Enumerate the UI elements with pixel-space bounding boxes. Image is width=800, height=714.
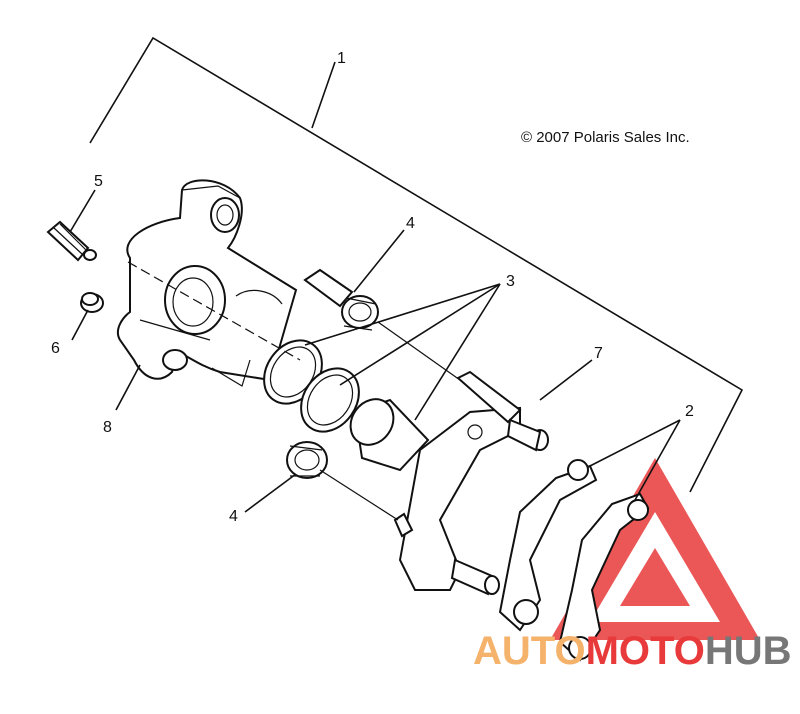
- leader-lines: [69, 189, 681, 513]
- piston-seals-3: [263, 339, 360, 433]
- callout-5: 5: [94, 173, 103, 190]
- callout-3: 3: [506, 273, 515, 290]
- watermark-auto: AUTO: [473, 629, 586, 673]
- piston: [349, 398, 430, 472]
- callout-2: 2: [685, 403, 694, 420]
- assembly-bracket-1: [89, 36, 744, 493]
- boot-lower-4: [286, 441, 328, 479]
- callout-4-lower: 4: [229, 508, 238, 525]
- caliper-body-8: [116, 179, 298, 387]
- brake-pads-2: [498, 459, 650, 662]
- watermark-hub: HUB: [705, 629, 792, 673]
- bleeder-cap-6: [80, 292, 104, 313]
- callout-7: 7: [594, 345, 603, 362]
- watermark-logo: AUTOMOTOHUB: [473, 629, 792, 673]
- callout-8: 8: [103, 419, 112, 436]
- copyright-notice: © 2007 Polaris Sales Inc.: [521, 129, 690, 146]
- watermark-triangle-icon: [550, 458, 760, 640]
- bleeder-screw-5: [46, 220, 97, 262]
- callout-1: 1: [337, 50, 346, 67]
- callout-4-upper: 4: [406, 215, 415, 232]
- boot-upper-4: [303, 268, 379, 331]
- callout-6: 6: [51, 340, 60, 357]
- caliper-bracket-7: [393, 370, 549, 596]
- watermark-moto: MOTO: [586, 629, 705, 673]
